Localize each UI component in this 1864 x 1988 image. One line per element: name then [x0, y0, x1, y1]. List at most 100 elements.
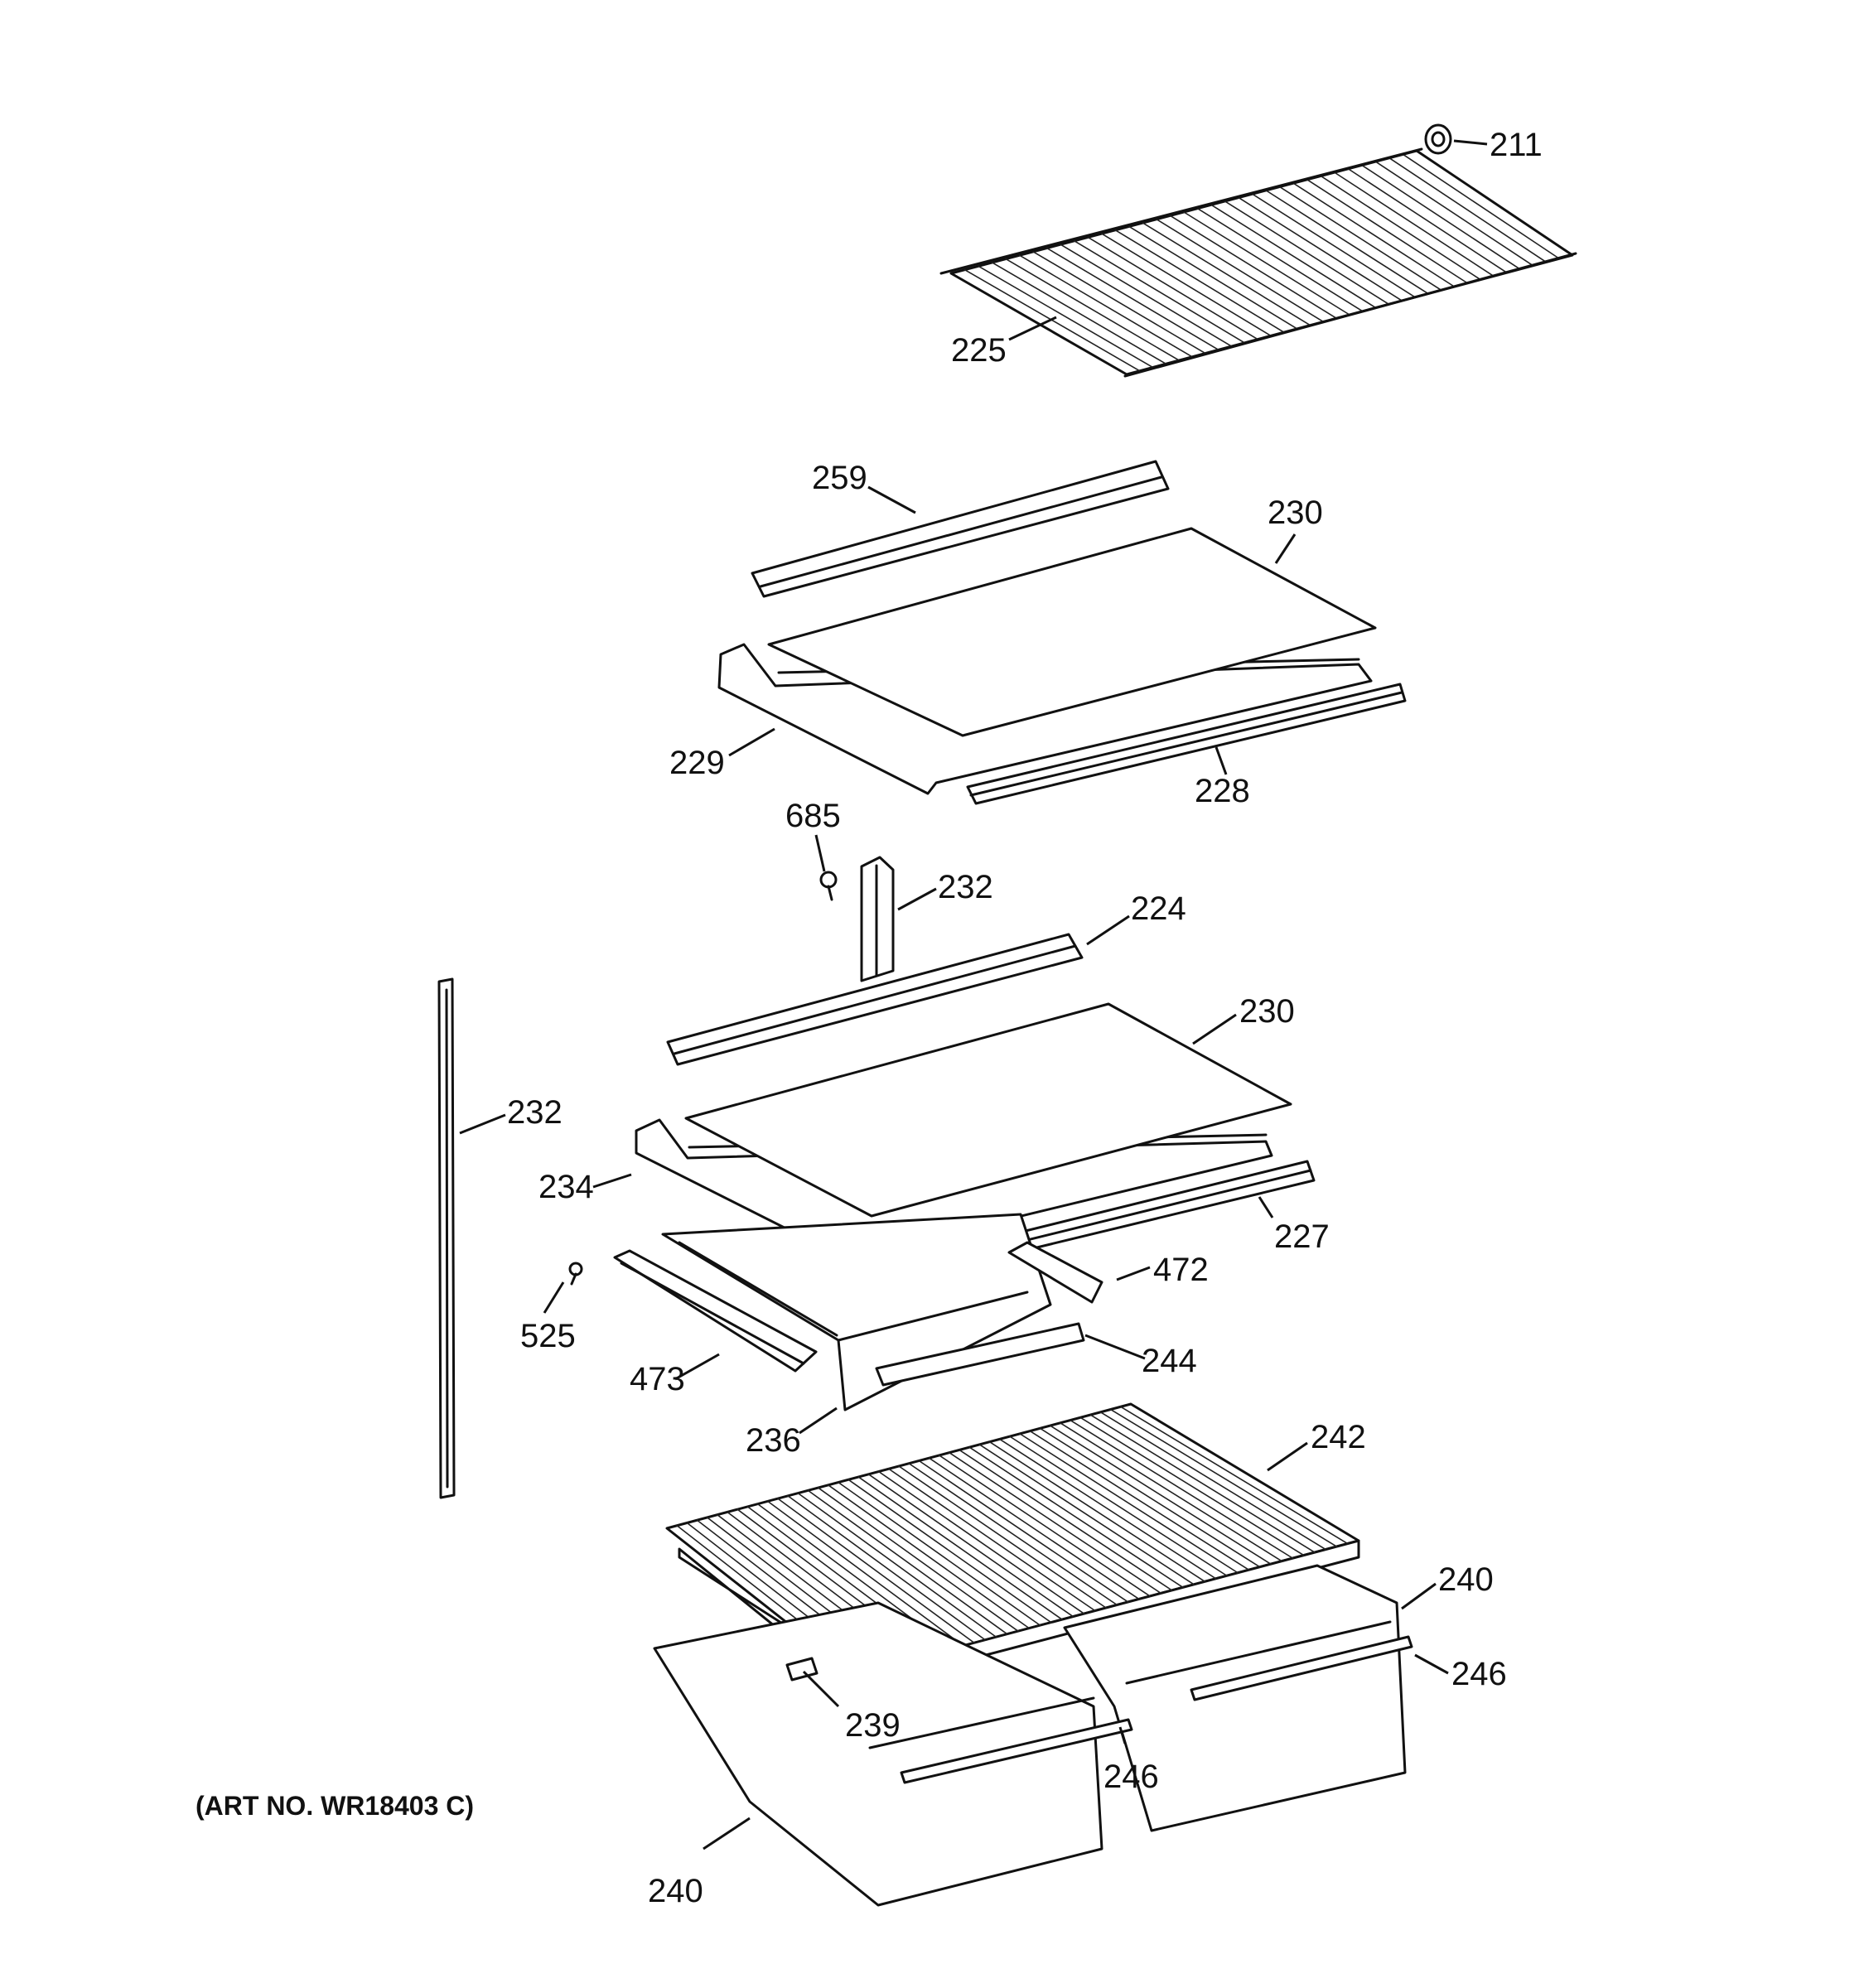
part-232-support-bracket[interactable] [860, 856, 895, 982]
callout-472[interactable]: 472 [1153, 1252, 1209, 1288]
callout-225[interactable]: 225 [951, 332, 1007, 369]
rib-line [1079, 1416, 1305, 1556]
part-473-slide-rail[interactable] [613, 1249, 818, 1373]
rib-line [1320, 175, 1482, 281]
rib-line [988, 1440, 1206, 1583]
rib-line [827, 1484, 1030, 1629]
rib-line [888, 1468, 1096, 1612]
rib-line [1009, 1436, 1228, 1577]
rib-line [1114, 229, 1285, 333]
rib-line [1334, 171, 1495, 277]
rib-line [1089, 1414, 1316, 1553]
rib-line [787, 1495, 986, 1641]
rib-line [1005, 258, 1181, 361]
rib-line [959, 1449, 1173, 1591]
part-211-bumper[interactable] [1424, 123, 1452, 155]
rib-line [1087, 236, 1259, 340]
callout-685[interactable]: 685 [785, 798, 841, 834]
rib-line [1374, 161, 1534, 267]
art-number: (ART NO. WR18403 C) [196, 1791, 475, 1821]
rib-line [898, 1465, 1107, 1609]
rib-line [847, 1479, 1052, 1624]
callout-229[interactable]: 229 [669, 745, 725, 781]
rib-line [1060, 244, 1233, 347]
part-228-shelf-trim[interactable] [966, 683, 1407, 805]
part-224-shelf-trim[interactable] [666, 933, 1084, 1066]
rib-line [968, 1446, 1184, 1589]
rib-line [1142, 222, 1311, 326]
callout-473[interactable]: 473 [630, 1361, 685, 1397]
part-259-shelf-trim[interactable] [751, 460, 1170, 598]
part-239-clip[interactable] [785, 1657, 819, 1682]
part-232-vertical-rail[interactable] [437, 977, 456, 1499]
part-472-slide-rail[interactable] [1007, 1241, 1103, 1304]
part-685-screw[interactable] [819, 871, 838, 901]
part-240-crisper-drawer-right[interactable] [1063, 1564, 1407, 1832]
callout-230[interactable]: 230 [1268, 495, 1323, 531]
rib-line [1045, 247, 1219, 351]
callout-230-lower[interactable]: 230 [1239, 993, 1295, 1030]
rib-line [1101, 233, 1272, 337]
rib-line [1049, 1425, 1272, 1565]
rib-line [949, 1451, 1162, 1595]
callout-244[interactable]: 244 [1142, 1343, 1197, 1379]
rib-line [1109, 1408, 1338, 1547]
leader-lines [459, 139, 1488, 1850]
rib-line [1073, 240, 1246, 344]
rib-line [1039, 1427, 1261, 1568]
part-244-pan-trim[interactable] [875, 1322, 1085, 1387]
rib-line [978, 1444, 1195, 1585]
part-225-wire-shelf[interactable] [939, 147, 1577, 378]
callout-234[interactable]: 234 [538, 1169, 594, 1205]
rib-line [1059, 1422, 1282, 1562]
rib-line [766, 1500, 964, 1647]
part-240-crisper-drawer-left[interactable] [653, 1601, 1103, 1907]
rib-line [998, 1438, 1217, 1580]
rib-line [1029, 1430, 1250, 1571]
rib-line [1265, 190, 1429, 295]
callout-259[interactable]: 259 [812, 460, 867, 496]
callout-211[interactable]: 211 [1490, 127, 1543, 163]
rib-line [1196, 207, 1364, 312]
callout-242[interactable]: 242 [1311, 1419, 1366, 1455]
callout-232-left[interactable]: 232 [507, 1094, 563, 1131]
rib-line [1224, 200, 1390, 306]
callout-224[interactable]: 224 [1131, 890, 1186, 927]
rib-line [918, 1460, 1129, 1603]
rib-line [1361, 164, 1521, 270]
rib-line [1019, 1433, 1239, 1574]
callout-525[interactable]: 525 [520, 1318, 576, 1354]
rib-line [938, 1455, 1151, 1597]
callout-227[interactable]: 227 [1274, 1218, 1330, 1255]
callout-228[interactable]: 228 [1195, 773, 1250, 809]
rib-line [1278, 186, 1442, 292]
rib-line [1169, 215, 1337, 320]
callout-236[interactable]: 236 [746, 1422, 801, 1459]
rib-line [877, 1470, 1085, 1614]
part-525-screw[interactable] [568, 1262, 583, 1286]
callout-239[interactable]: 239 [845, 1707, 901, 1744]
rib-line [807, 1489, 1008, 1635]
part-230-glass-shelf[interactable] [767, 527, 1377, 737]
rib-line [797, 1492, 997, 1638]
rib-line [1306, 179, 1469, 284]
callout-240-left[interactable]: 240 [648, 1873, 703, 1909]
rib-line [1128, 225, 1298, 330]
rib-line [991, 262, 1167, 365]
rib-line [1238, 196, 1403, 302]
rib-line [1120, 1406, 1349, 1545]
rib-line [1018, 254, 1193, 358]
callout-232[interactable]: 232 [938, 869, 993, 905]
rib-line [1156, 218, 1325, 323]
rib-line [867, 1473, 1074, 1618]
rib-line [857, 1476, 1063, 1620]
callout-240-right[interactable]: 240 [1438, 1561, 1494, 1598]
rib-line [777, 1498, 975, 1644]
callout-246-left[interactable]: 246 [1103, 1759, 1159, 1795]
part-230-glass-shelf-lower[interactable] [684, 1002, 1292, 1218]
rib-line [1099, 1411, 1327, 1551]
callout-246-right[interactable]: 246 [1451, 1656, 1507, 1692]
part-246-drawer-handle-right[interactable] [1190, 1635, 1413, 1701]
part-246-drawer-handle-left[interactable] [900, 1718, 1133, 1784]
